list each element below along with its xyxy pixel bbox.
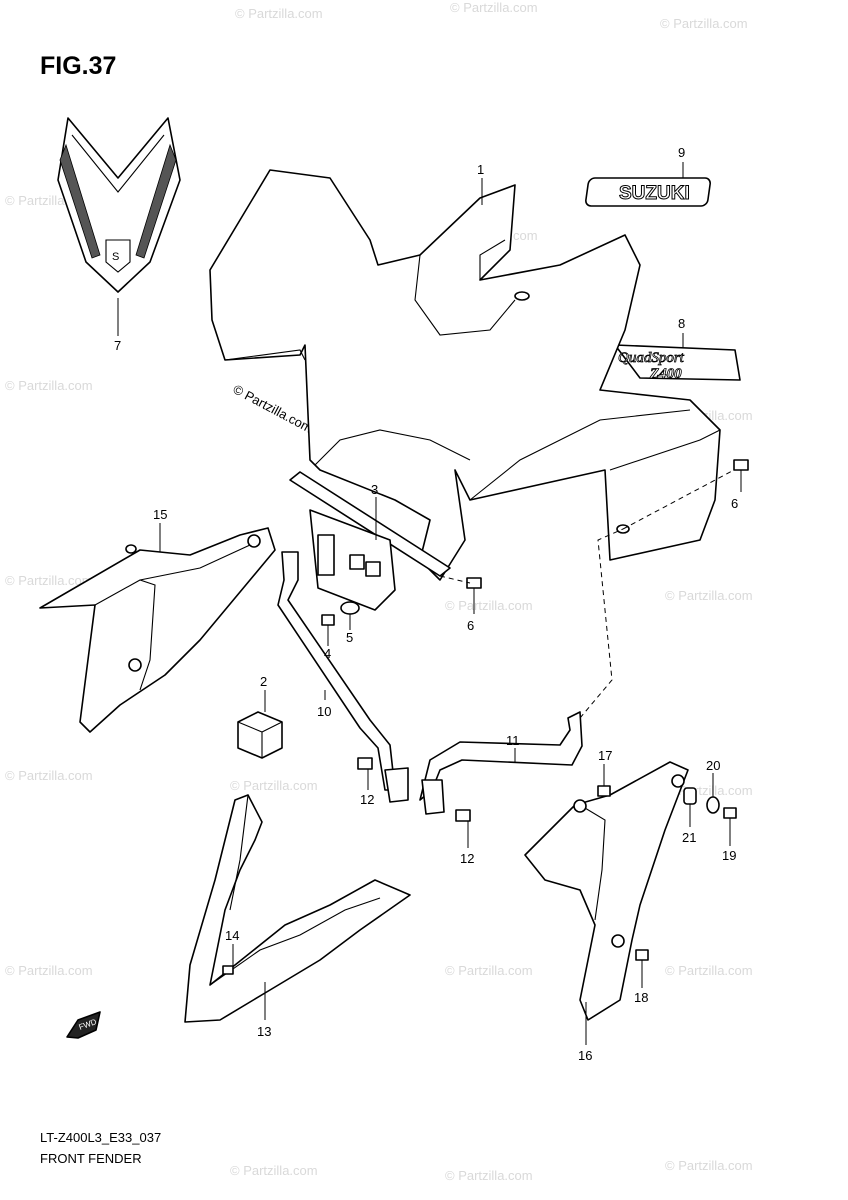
callout-21: 21: [682, 830, 696, 845]
callout-12-right: 12: [460, 851, 474, 866]
diagram-code: LT-Z400L3_E33_037: [40, 1130, 162, 1145]
model-badge-line2: Z400: [649, 366, 682, 382]
callout-10: 10: [317, 704, 331, 719]
callout-3: 3: [371, 482, 378, 497]
part-17-clip[interactable]: [597, 785, 611, 797]
watermark-text: © Partzilla.com: [450, 0, 538, 15]
callout-8: 8: [678, 316, 685, 331]
leader-lines: [117, 162, 742, 1045]
callout-13: 13: [257, 1024, 271, 1039]
part-7-front-decal[interactable]: S: [57, 117, 181, 293]
watermark-text: © Partzilla.com: [230, 778, 318, 793]
part-6-bolt-center[interactable]: [466, 577, 482, 596]
watermark-text: © Partzilla.com: [660, 16, 748, 31]
part-13-under-guard[interactable]: [184, 794, 411, 1023]
watermark-text: © Partzilla.com: [5, 378, 93, 393]
diagram-caption: FRONT FENDER: [40, 1151, 142, 1166]
callout-18: 18: [634, 990, 648, 1005]
part-11-right-support-bar[interactable]: [419, 711, 583, 815]
part-12-bolt-left[interactable]: [357, 757, 373, 770]
watermark-text: © Partzilla.com: [445, 1168, 533, 1183]
part-12-bolt-right[interactable]: [455, 809, 471, 822]
fwd-arrow-icon: FWD: [66, 1011, 101, 1039]
callout-labels: 1 2 3 4 5 6 6 7 8 9 10 11 12 12 13 14 15…: [114, 145, 738, 1063]
callout-11: 11: [506, 733, 520, 748]
callout-15: 15: [153, 507, 167, 522]
part-21-grommet[interactable]: [683, 787, 697, 805]
part-16-right-side-guard[interactable]: [524, 761, 689, 1021]
watermark-text: © Partzilla.com: [665, 963, 753, 978]
callout-1: 1: [477, 162, 484, 177]
part-2-block[interactable]: [237, 711, 283, 759]
callout-16: 16: [578, 1048, 592, 1063]
copyright-overlay: © Partzilla.com: [231, 381, 315, 435]
part-3-bracket[interactable]: [289, 471, 451, 611]
callout-19: 19: [722, 848, 736, 863]
part-9-suzuki-badge[interactable]: SUZUKI: [585, 177, 712, 207]
part-6-bolt-right[interactable]: [733, 459, 749, 482]
part-14-screw[interactable]: [222, 965, 234, 975]
watermark-text: © Partzilla.com: [665, 588, 753, 603]
watermark-text: © Partzilla.com: [5, 573, 93, 588]
part-5-collar[interactable]: [340, 601, 360, 615]
model-badge-line1: QuadSport: [618, 350, 685, 366]
watermark-text: © Partzilla.com: [445, 963, 533, 978]
callout-9: 9: [678, 145, 685, 160]
part-8-model-badge[interactable]: QuadSport Z400: [614, 344, 741, 382]
watermark-text: © Partzilla.com: [665, 1158, 753, 1173]
callout-14: 14: [225, 928, 239, 943]
callout-20: 20: [706, 758, 720, 773]
callout-7: 7: [114, 338, 121, 353]
callout-6-right: 6: [731, 496, 738, 511]
callout-17: 17: [598, 748, 612, 763]
decal-logo-s: S: [112, 251, 119, 263]
fasteners: [222, 459, 749, 975]
part-4-bolt[interactable]: [321, 614, 335, 638]
suzuki-badge-text: SUZUKI: [619, 183, 690, 204]
part-15-left-side-guard[interactable]: [39, 527, 276, 733]
part-10-left-support-bar[interactable]: [277, 551, 409, 803]
alignment-lines: [439, 469, 735, 719]
watermark-text: © Partzilla.com: [5, 768, 93, 783]
callout-6-center: 6: [467, 618, 474, 633]
part-1-front-fender[interactable]: [209, 169, 721, 581]
figure-title: FIG.37: [40, 52, 117, 80]
watermark-text: © Partzilla.com: [230, 1163, 318, 1178]
watermark-text: © Partzilla.com: [5, 963, 93, 978]
part-18-screw[interactable]: [635, 949, 649, 961]
callout-2: 2: [260, 674, 267, 689]
callout-12-left: 12: [360, 792, 374, 807]
part-19-screw[interactable]: [723, 807, 737, 819]
watermark-text: © Partzilla.com: [445, 598, 533, 613]
watermark-text: © Partzilla.com: [235, 6, 323, 21]
callout-4: 4: [324, 646, 331, 661]
callout-5: 5: [346, 630, 353, 645]
part-20-washer[interactable]: [706, 796, 720, 814]
